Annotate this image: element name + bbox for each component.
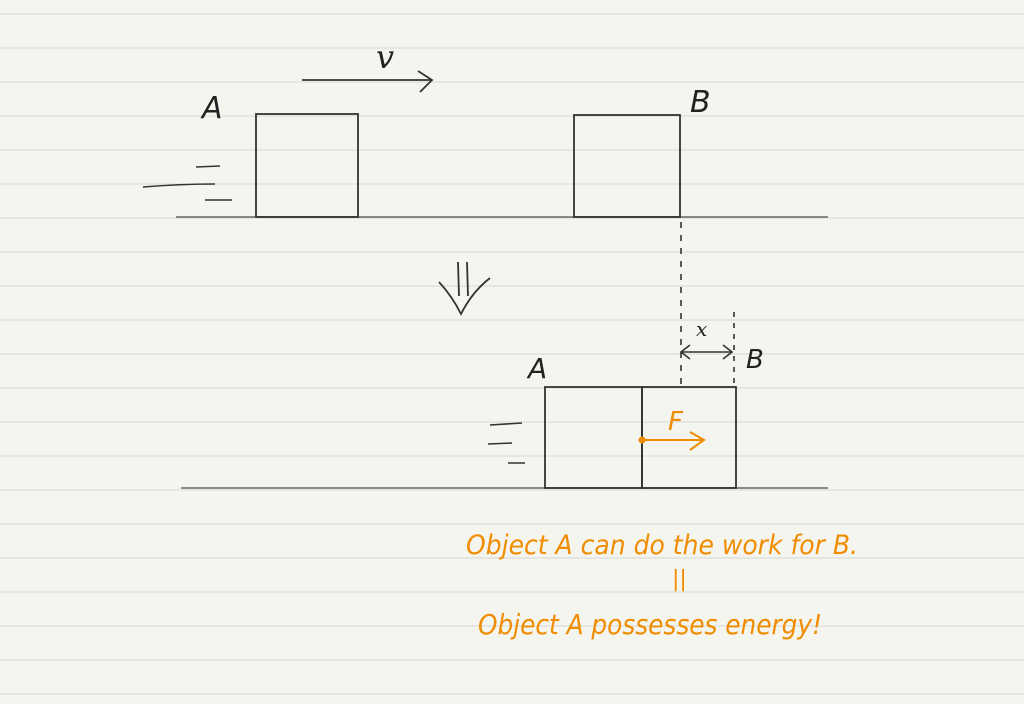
top-label-b: B bbox=[690, 85, 711, 120]
force-application-point bbox=[638, 436, 646, 444]
bottom-block-a bbox=[544, 386, 643, 489]
note-line-2: Object A possesses energy! bbox=[478, 608, 822, 641]
note-equals-sign: || bbox=[672, 567, 687, 592]
top-label-a: A bbox=[200, 91, 223, 126]
top-block-a bbox=[255, 113, 359, 218]
top-scene bbox=[142, 70, 828, 218]
velocity-label: v bbox=[376, 38, 394, 76]
displacement-label: x bbox=[696, 317, 707, 341]
note-line-1: Object A can do the work for B. bbox=[466, 530, 858, 561]
top-motion-lines bbox=[142, 165, 232, 201]
displacement-arrow bbox=[679, 344, 734, 360]
top-block-b bbox=[573, 114, 681, 218]
bottom-motion-lines bbox=[487, 422, 525, 464]
bottom-block-b bbox=[641, 386, 737, 489]
velocity-arrow bbox=[302, 70, 434, 93]
force-label: F bbox=[668, 407, 684, 437]
force-arrow bbox=[642, 431, 706, 451]
notebook-rules bbox=[0, 13, 1024, 695]
implies-arrow-icon bbox=[438, 261, 491, 317]
bottom-label-a: A bbox=[526, 352, 547, 385]
bottom-scene bbox=[181, 344, 828, 489]
bottom-label-b: B bbox=[746, 345, 764, 375]
